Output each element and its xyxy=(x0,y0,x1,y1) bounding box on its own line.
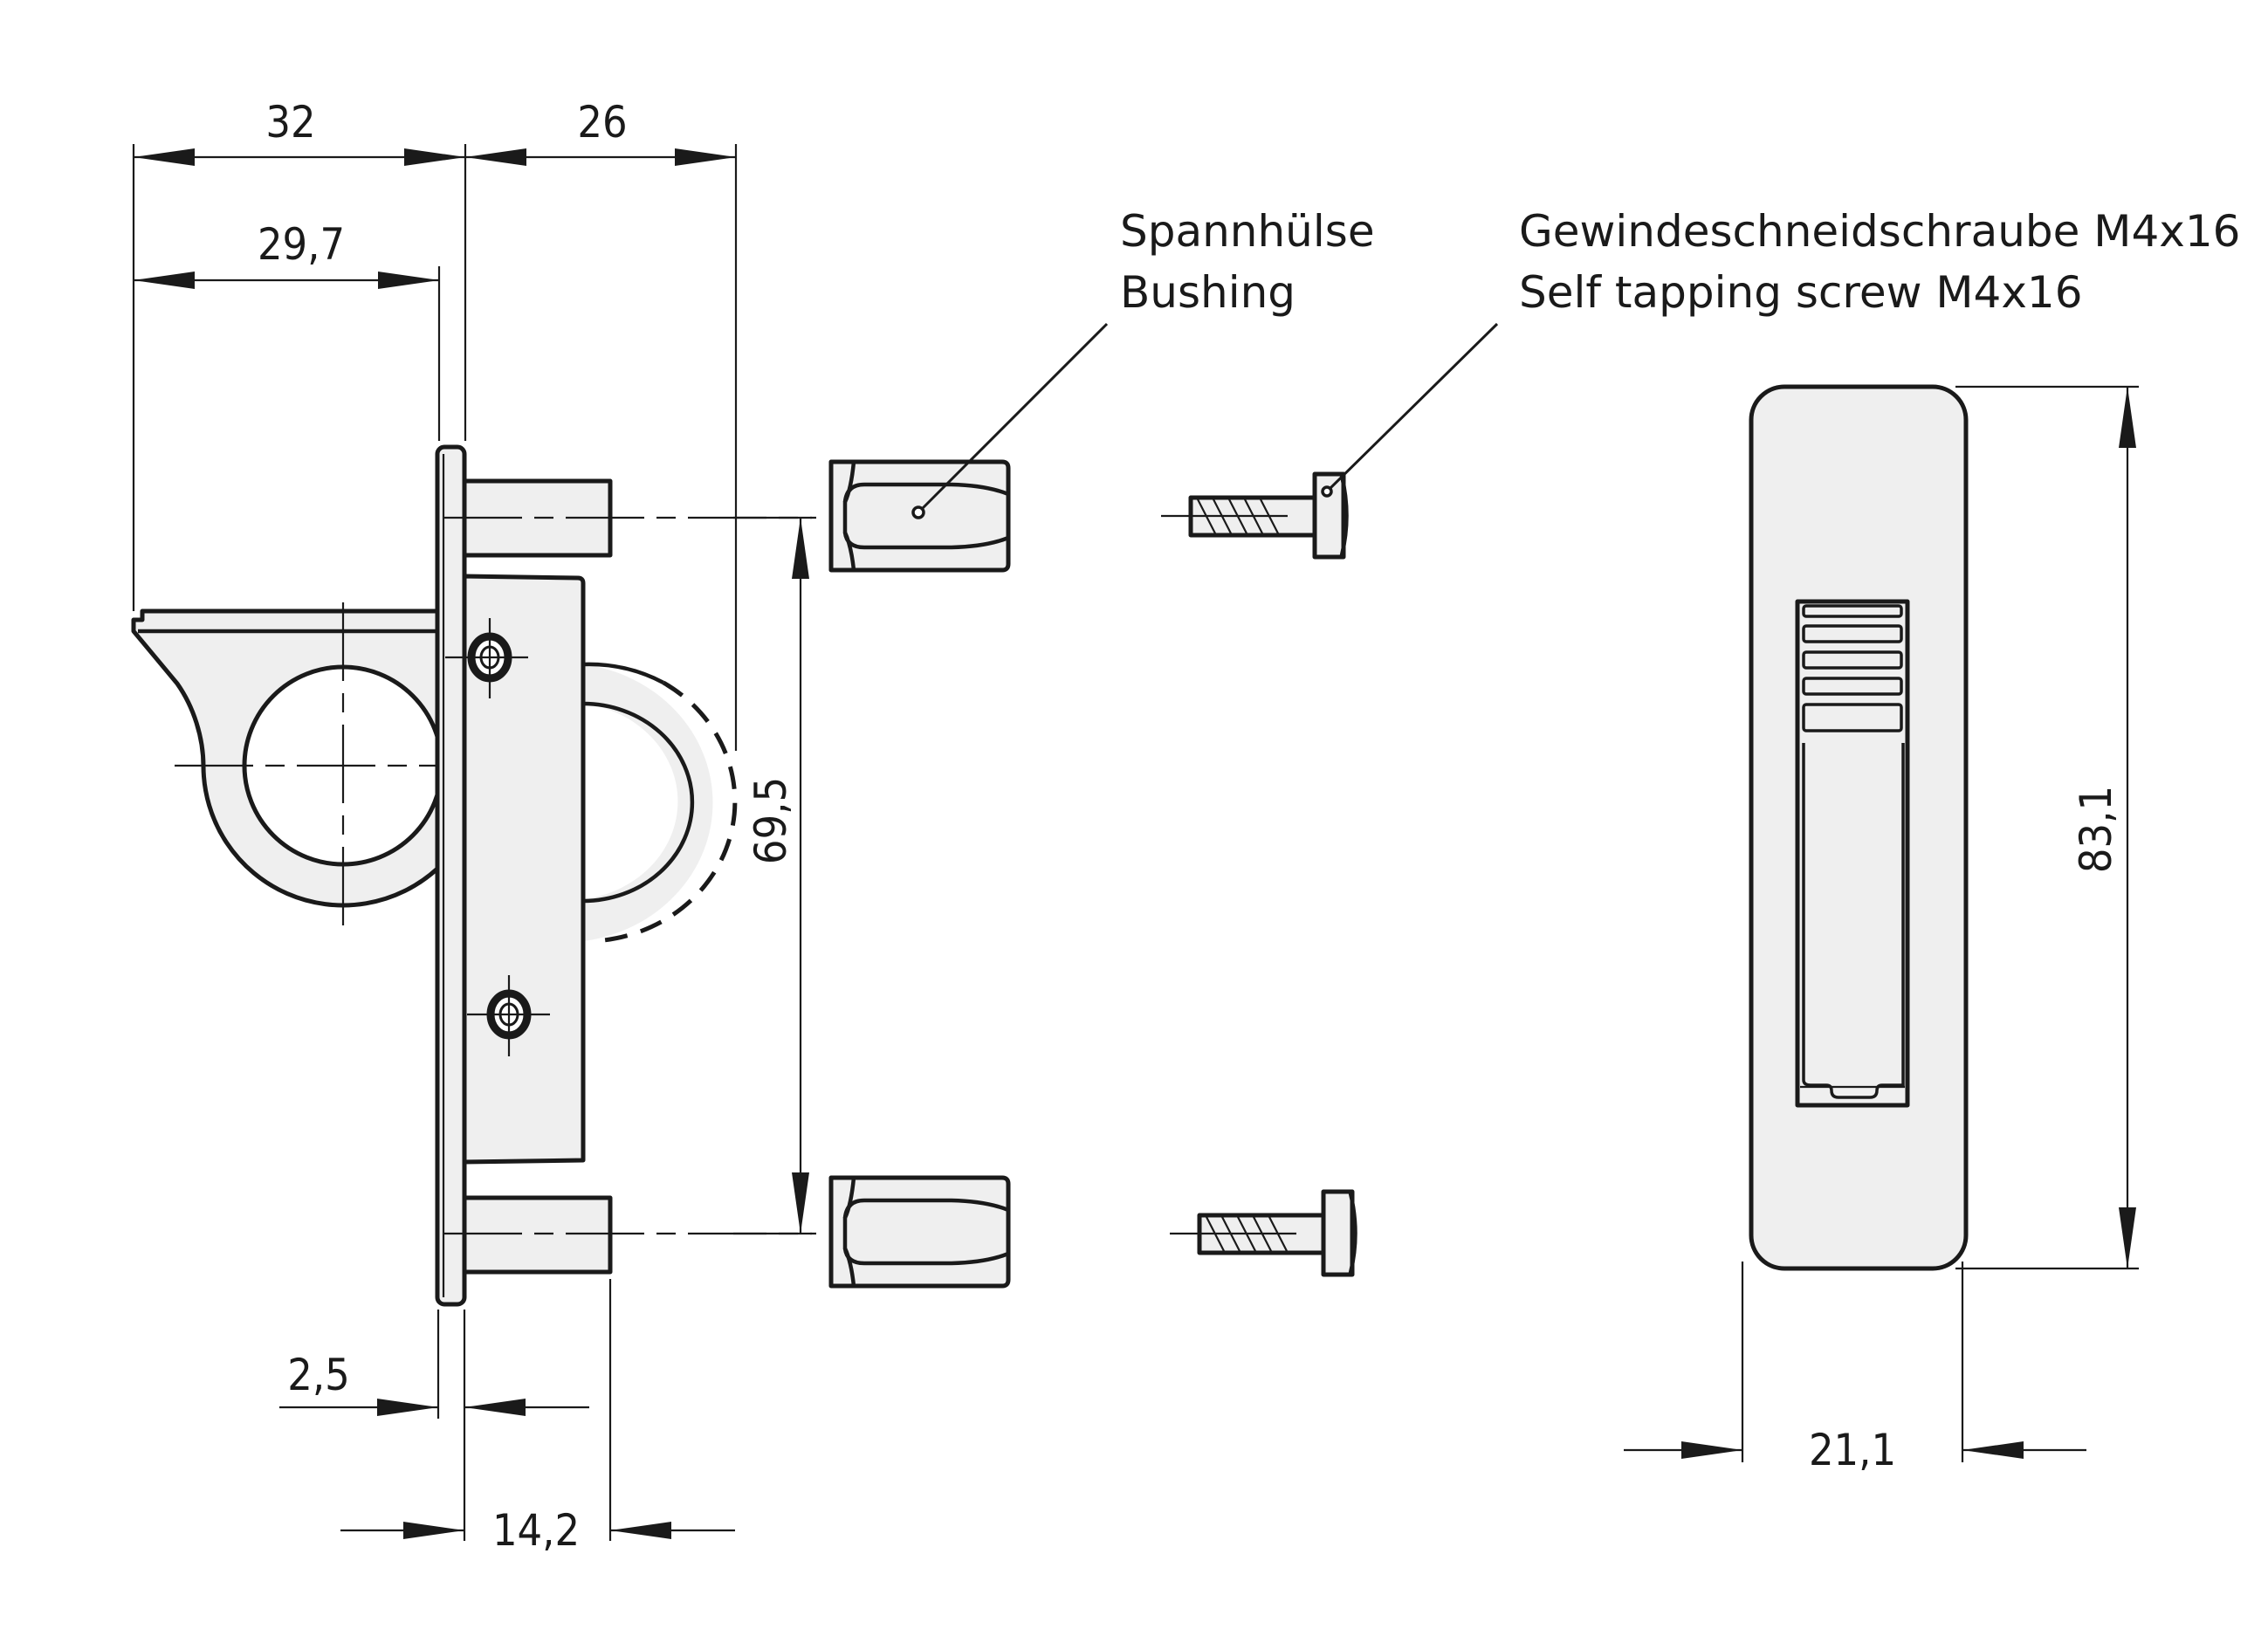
side-dimensions: 32 26 29,7 2,5 14,2 69,5 xyxy=(132,97,816,1556)
label-screw-de: Gewindeschneidschraube M4x16 xyxy=(1519,206,2240,257)
side-view xyxy=(131,444,812,1307)
label-screw-en: Self tapping screw M4x16 xyxy=(1519,267,2083,318)
label-bushing-de: Spannhülse xyxy=(1120,206,1375,257)
dim-text-69-5: 69,5 xyxy=(746,777,796,864)
lower-post xyxy=(461,1195,613,1275)
dim-text-32: 32 xyxy=(265,97,315,148)
lower-screw xyxy=(1170,1189,1357,1277)
front-plate xyxy=(435,444,467,1307)
pull-ring xyxy=(583,664,713,941)
upper-bushing xyxy=(828,459,1011,573)
grip-ribs xyxy=(1802,604,1903,732)
front-dimensions: 83,1 21,1 xyxy=(1624,385,2139,1475)
pull-ring-inner xyxy=(582,701,695,904)
dim-text-26: 26 xyxy=(577,97,627,148)
dim-text-83-1: 83,1 xyxy=(2071,786,2121,873)
bushing-callout: Spannhülse Bushing xyxy=(921,206,1375,510)
dim-text-2-5: 2,5 xyxy=(287,1350,350,1400)
pull-ring-outer-hidden xyxy=(593,680,738,944)
upper-screw-mark xyxy=(445,618,528,698)
dim-text-14-2: 14,2 xyxy=(492,1505,580,1556)
slot-inner xyxy=(1802,743,1905,1099)
front-view xyxy=(1749,384,1969,1271)
dim-text-29-7: 29,7 xyxy=(258,219,345,270)
pull-ring-outer-solid xyxy=(582,662,665,684)
lower-bushing xyxy=(828,1175,1011,1289)
screw-callout: Gewindeschneidschraube M4x16 Self tappin… xyxy=(1329,206,2240,490)
dim-text-21-1: 21,1 xyxy=(1809,1425,1896,1475)
upper-screw xyxy=(1161,471,1349,560)
lower-screw-mark xyxy=(467,975,550,1056)
label-bushing-en: Bushing xyxy=(1120,267,1296,318)
